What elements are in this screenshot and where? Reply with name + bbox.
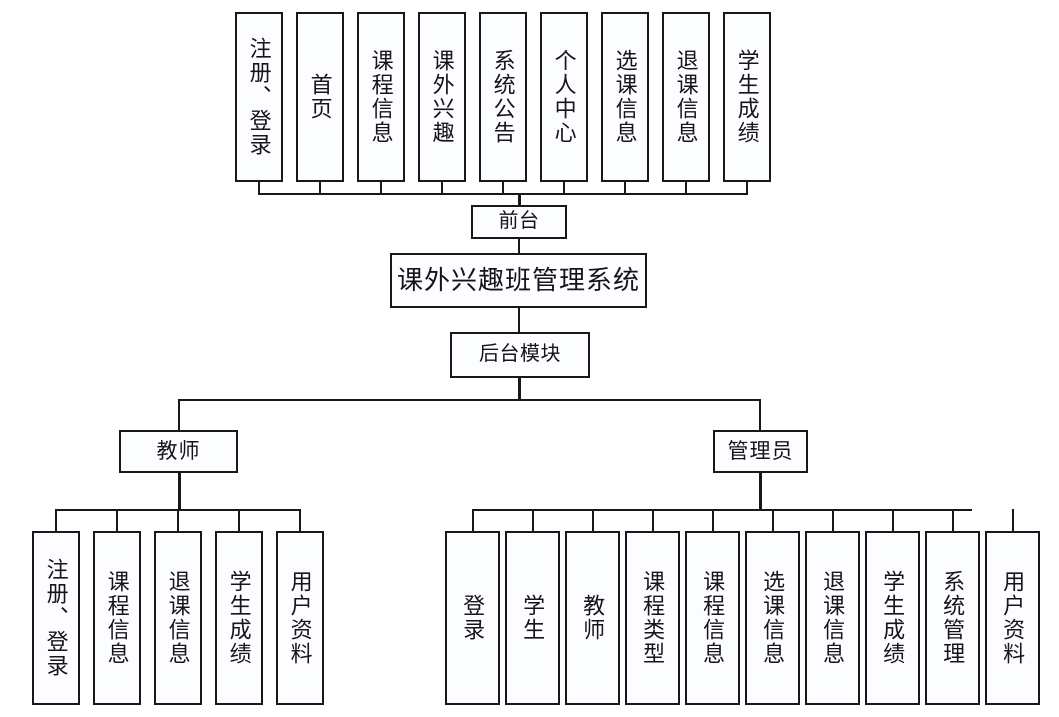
admin-leaf-0: 登录 — [445, 531, 500, 705]
connector-backend-drop — [518, 378, 521, 400]
teacher-leaf-4: 用户资料 — [276, 531, 324, 705]
connector-teacher-stub-1 — [116, 509, 118, 533]
connector-frontend-bus — [258, 193, 748, 195]
connector-admin-bus — [472, 509, 972, 511]
connector-teacher-stub-0 — [55, 509, 57, 533]
connector-frontend-stub-0 — [258, 182, 260, 195]
connector-root-to-backend — [518, 308, 520, 334]
admin-leaf-8: 系统管理 — [925, 531, 980, 705]
connector-admin-stub-5 — [772, 509, 774, 533]
admin-leaf-1: 学生 — [505, 531, 560, 705]
connector-frontend-stub-6 — [624, 182, 626, 195]
role-node-teacher: 教师 — [119, 430, 238, 473]
connector-frontend-stub-4 — [502, 182, 504, 195]
connector-admin-drop — [759, 473, 762, 511]
frontend-leaf-8: 学生成绩 — [723, 12, 771, 182]
backend-node: 后台模块 — [450, 332, 590, 378]
teacher-leaf-0: 注册、登录 — [32, 531, 80, 705]
connector-admin-stub-6 — [832, 509, 834, 533]
connector-frontend-stub-2 — [380, 182, 382, 195]
connector-frontend-stub-7 — [685, 182, 687, 195]
connector-teacher-drop — [178, 473, 181, 511]
connector-admin-stub-8 — [952, 509, 954, 533]
connector-admin-stub-7 — [892, 509, 894, 533]
frontend-leaf-4: 系统公告 — [479, 12, 527, 182]
connector-admin-stub-2 — [592, 509, 594, 533]
frontend-leaf-1: 首页 — [296, 12, 344, 182]
teacher-leaf-2: 退课信息 — [154, 531, 202, 705]
connector-frontend-stub-8 — [746, 182, 748, 195]
admin-leaf-7: 学生成绩 — [865, 531, 920, 705]
admin-leaf-5: 选课信息 — [745, 531, 800, 705]
connector-backend-split — [178, 399, 760, 401]
frontend-leaf-0: 注册、登录 — [235, 12, 283, 182]
connector-frontend-stub-3 — [441, 182, 443, 195]
connector-split-to-admin — [759, 399, 761, 430]
root-node: 课外兴趣班管理系统 — [390, 253, 647, 308]
connector-frontend-to-root — [518, 239, 520, 255]
connector-admin-stub-1 — [532, 509, 534, 533]
connector-admin-stub-0 — [472, 509, 474, 533]
admin-leaf-6: 退课信息 — [805, 531, 860, 705]
connector-frontend-stub-5 — [563, 182, 565, 195]
role-node-admin: 管理员 — [713, 430, 808, 473]
frontend-leaf-2: 课程信息 — [357, 12, 405, 182]
teacher-leaf-1: 课程信息 — [93, 531, 141, 705]
connector-admin-stub-9 — [1012, 509, 1014, 533]
admin-leaf-4: 课程信息 — [685, 531, 740, 705]
teacher-leaf-3: 学生成绩 — [215, 531, 263, 705]
admin-leaf-9: 用户资料 — [985, 531, 1040, 705]
connector-admin-stub-4 — [712, 509, 714, 533]
connector-teacher-stub-3 — [238, 509, 240, 533]
frontend-leaf-3: 课外兴趣 — [418, 12, 466, 182]
frontend-leaf-6: 选课信息 — [601, 12, 649, 182]
connector-admin-stub-3 — [652, 509, 654, 533]
admin-leaf-2: 教师 — [565, 531, 620, 705]
frontend-leaf-5: 个人中心 — [540, 12, 588, 182]
admin-leaf-3: 课程类型 — [625, 531, 680, 705]
connector-split-to-teacher — [178, 399, 180, 430]
connector-teacher-stub-2 — [177, 509, 179, 533]
connector-teacher-stub-4 — [299, 509, 301, 533]
connector-frontend-stub-1 — [319, 182, 321, 195]
frontend-leaf-7: 退课信息 — [662, 12, 710, 182]
connector-bus-to-frontend — [518, 193, 521, 207]
frontend-node: 前台 — [471, 205, 567, 239]
